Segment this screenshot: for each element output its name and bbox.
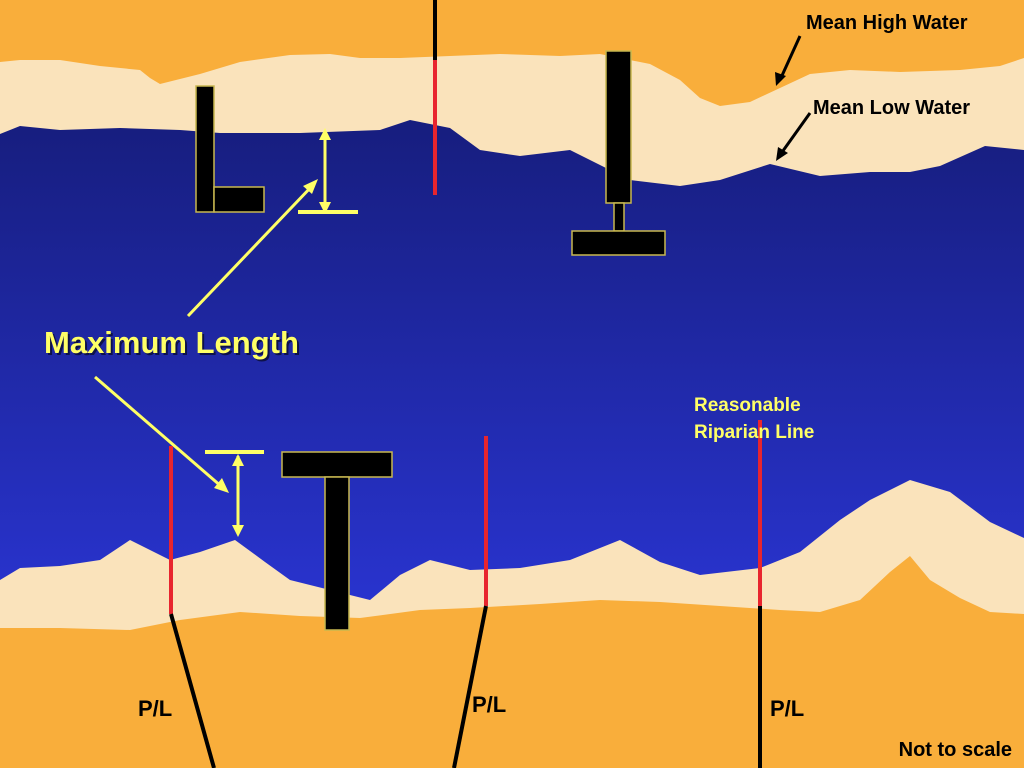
mean-low-water-label: Mean Low Water bbox=[813, 97, 970, 119]
t-dock-pier bbox=[605, 50, 632, 204]
property-line-left bbox=[169, 613, 216, 768]
mean-high-water-pointer bbox=[778, 35, 802, 81]
not-to-scale-label: Not to scale bbox=[899, 739, 1012, 761]
pointer-arrowhead-up bbox=[303, 179, 318, 194]
reasonable-riparian-line-label-1: Reasonable bbox=[694, 395, 801, 416]
pointer-line-up bbox=[186, 183, 315, 318]
property-line-label-left: P/L bbox=[138, 696, 172, 721]
l-dock-pier bbox=[195, 85, 215, 213]
property-line-label-middle: P/L bbox=[472, 692, 506, 717]
top-upland bbox=[0, 0, 1024, 106]
bottom-upland bbox=[0, 556, 1024, 768]
mean-high-water-arrowhead bbox=[775, 72, 786, 86]
pointer-line-down bbox=[94, 375, 223, 489]
mean-low-water-arrowhead bbox=[776, 147, 788, 161]
pointer-arrowhead-down bbox=[214, 478, 229, 493]
maximum-length-label-shadow: Maximum Length bbox=[46, 327, 301, 362]
reasonable-riparian-line-label-2: Riparian Line bbox=[694, 422, 814, 443]
max-length-arrowhead-top-up bbox=[319, 128, 331, 140]
bottom-t-dock-pier bbox=[324, 476, 350, 631]
maximum-length-label: Maximum Length bbox=[44, 325, 299, 360]
max-length-arrowhead-top-down bbox=[319, 202, 331, 214]
max-length-arrowhead-bottom-down bbox=[232, 525, 244, 537]
bottom-t-dock-head bbox=[281, 451, 393, 478]
mean-high-water-label: Mean High Water bbox=[806, 12, 968, 34]
l-dock-head bbox=[213, 186, 265, 213]
max-length-arrowhead-bottom-up bbox=[232, 454, 244, 466]
mean-low-water-pointer bbox=[778, 112, 812, 156]
t-dock-head bbox=[571, 230, 666, 256]
t-dock-stem bbox=[613, 202, 625, 232]
property-line-label-right: P/L bbox=[770, 696, 804, 721]
property-line-middle bbox=[452, 605, 488, 768]
